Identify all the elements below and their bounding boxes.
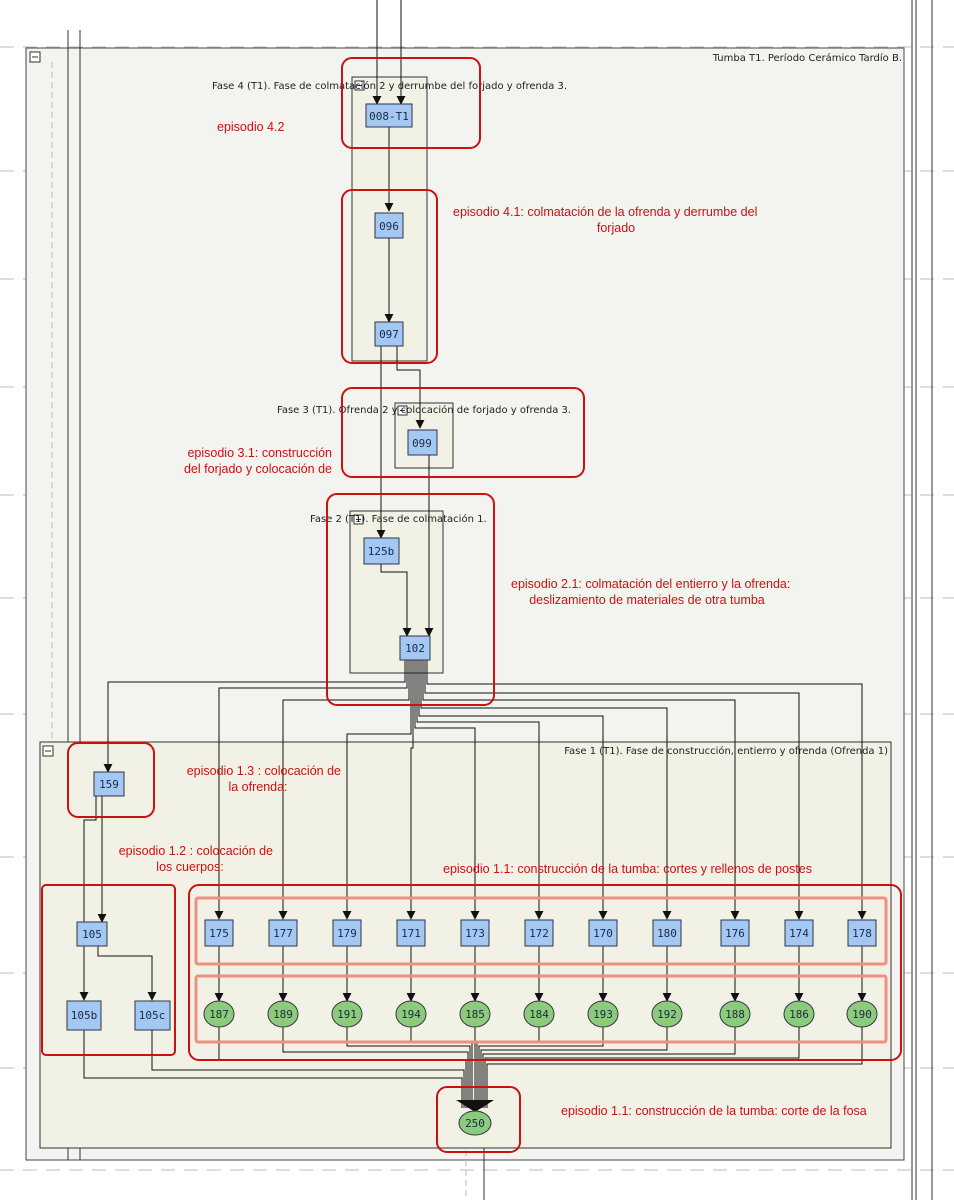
- cut-node-label: 171: [401, 927, 421, 940]
- fill-node[interactable]: 186: [783, 1000, 815, 1028]
- cut-node-label: 180: [657, 927, 677, 940]
- node-105[interactable]: 105: [76, 921, 108, 947]
- node-250-label: 250: [465, 1117, 485, 1130]
- node-105b[interactable]: 105b: [66, 1000, 102, 1031]
- highlight-boxes: [41, 57, 902, 1153]
- node-159-label: 159: [99, 778, 119, 791]
- node-102-label: 102: [405, 642, 425, 655]
- node-105c[interactable]: 105c: [134, 1000, 171, 1031]
- annotations: episodio 4.2 episodio 4.1: colmatación d…: [119, 120, 867, 1118]
- cut-nodes: 175 177 179 171 173 172 170 180 176 174 …: [204, 919, 877, 947]
- main-title: Tumba T1. Período Cerámico Tardío B.: [712, 52, 902, 64]
- annotation-ep41-line1: episodio 4.1: colmatación de la ofrenda …: [453, 205, 757, 219]
- node-099[interactable]: 099: [407, 429, 438, 456]
- annotation-ep42: episodio 4.2: [217, 120, 284, 134]
- node-105b-label: 105b: [71, 1009, 98, 1022]
- cut-node[interactable]: 179: [332, 919, 362, 947]
- fill-node[interactable]: 190: [846, 1000, 878, 1028]
- annotation-ep12-line2: los cuerpos:: [156, 860, 223, 874]
- node-096-label: 096: [379, 220, 399, 233]
- cut-node[interactable]: 180: [652, 919, 682, 947]
- cut-node[interactable]: 178: [847, 919, 877, 947]
- node-102[interactable]: 102: [399, 635, 431, 661]
- unit-nodes: 008-T1 096 097 099 125b 102 159 105: [66, 103, 438, 1031]
- fill-node[interactable]: 191: [331, 1000, 363, 1028]
- cut-node-label: 175: [209, 927, 229, 940]
- fill-node[interactable]: 189: [267, 1000, 299, 1028]
- cut-node-label: 174: [789, 927, 809, 940]
- node-097-label: 097: [379, 328, 399, 341]
- cut-node[interactable]: 173: [460, 919, 490, 947]
- annotation-ep11-fosa: episodio 1.1: construcción de la tumba: …: [561, 1104, 867, 1118]
- fill-node-label: 191: [337, 1008, 357, 1021]
- node-105c-label: 105c: [139, 1009, 166, 1022]
- cut-node-label: 173: [465, 927, 485, 940]
- arrow-cluster: [456, 1100, 494, 1112]
- fill-node[interactable]: 193: [587, 1000, 619, 1028]
- cut-node[interactable]: 176: [720, 919, 750, 947]
- annotation-ep11: episodio 1.1: construcción de la tumba: …: [443, 862, 812, 876]
- fill-node[interactable]: 188: [719, 1000, 751, 1028]
- phase1-label: Fase 1 (T1). Fase de construcción, entie…: [564, 745, 888, 757]
- annotation-ep21-line2: deslizamiento de materiales de otra tumb…: [529, 593, 765, 607]
- phase3-label: Fase 3 (T1). Ofrenda 2 y colocación de f…: [277, 404, 571, 416]
- fill-node-label: 184: [529, 1008, 549, 1021]
- node-125b-label: 125b: [368, 545, 395, 558]
- node-097[interactable]: 097: [374, 321, 404, 347]
- node-008[interactable]: 008-T1: [365, 103, 413, 128]
- node-099-label: 099: [412, 437, 432, 450]
- node-250[interactable]: 250: [458, 1110, 492, 1136]
- fill-node[interactable]: 192: [651, 1000, 683, 1028]
- cut-node-label: 178: [852, 927, 872, 940]
- cut-node[interactable]: 175: [204, 919, 234, 947]
- annotation-ep13-line1: episodio 1.3 : colocación de: [187, 764, 341, 778]
- fill-node-label: 187: [209, 1008, 229, 1021]
- fill-nodes: 187 189 191 194 185 184 193 192 188 186 …: [203, 1000, 878, 1028]
- node-105-label: 105: [82, 928, 102, 941]
- annotation-ep41-line2: forjado: [597, 221, 635, 235]
- cut-node[interactable]: 172: [524, 919, 554, 947]
- phase4-label: Fase 4 (T1). Fase de colmatación 2 y der…: [212, 80, 567, 92]
- fill-node-label: 185: [465, 1008, 485, 1021]
- fill-node[interactable]: 184: [523, 1000, 555, 1028]
- node-008-label: 008-T1: [369, 110, 409, 123]
- node-159[interactable]: 159: [93, 771, 125, 797]
- cut-node[interactable]: 171: [396, 919, 426, 947]
- cut-node-label: 172: [529, 927, 549, 940]
- phase2-label: Fase 2 (T1). Fase de colmatación 1.: [310, 513, 487, 525]
- fill-node-label: 189: [273, 1008, 293, 1021]
- annotation-ep31-line2: del forjado y colocación de: [184, 462, 332, 476]
- cut-node[interactable]: 174: [784, 919, 814, 947]
- cut-node-label: 176: [725, 927, 745, 940]
- fill-node-label: 186: [789, 1008, 809, 1021]
- annotation-ep12-line1: episodio 1.2 : colocación de: [119, 844, 273, 858]
- fill-node-label: 192: [657, 1008, 677, 1021]
- fill-node[interactable]: 187: [203, 1000, 235, 1028]
- cut-node[interactable]: 177: [268, 919, 298, 947]
- cut-node-label: 170: [593, 927, 613, 940]
- cut-node[interactable]: 170: [588, 919, 618, 947]
- cut-node-label: 179: [337, 927, 357, 940]
- annotation-ep31-line1: episodio 3.1: construcción: [187, 446, 332, 460]
- annotation-ep21-line1: episodio 2.1: colmatación del entierro y…: [511, 577, 790, 591]
- cut-node-label: 177: [273, 927, 293, 940]
- fill-node-label: 194: [401, 1008, 421, 1021]
- node-096[interactable]: 096: [374, 212, 404, 239]
- annotation-ep13-line2: la ofrenda:: [228, 780, 287, 794]
- fill-node-label: 190: [852, 1008, 872, 1021]
- fill-node[interactable]: 194: [395, 1000, 427, 1028]
- fill-node-label: 188: [725, 1008, 745, 1021]
- fill-node-label: 193: [593, 1008, 613, 1021]
- node-125b[interactable]: 125b: [363, 537, 400, 565]
- row-highlights: [194, 896, 888, 1044]
- fill-node[interactable]: 185: [459, 1000, 491, 1028]
